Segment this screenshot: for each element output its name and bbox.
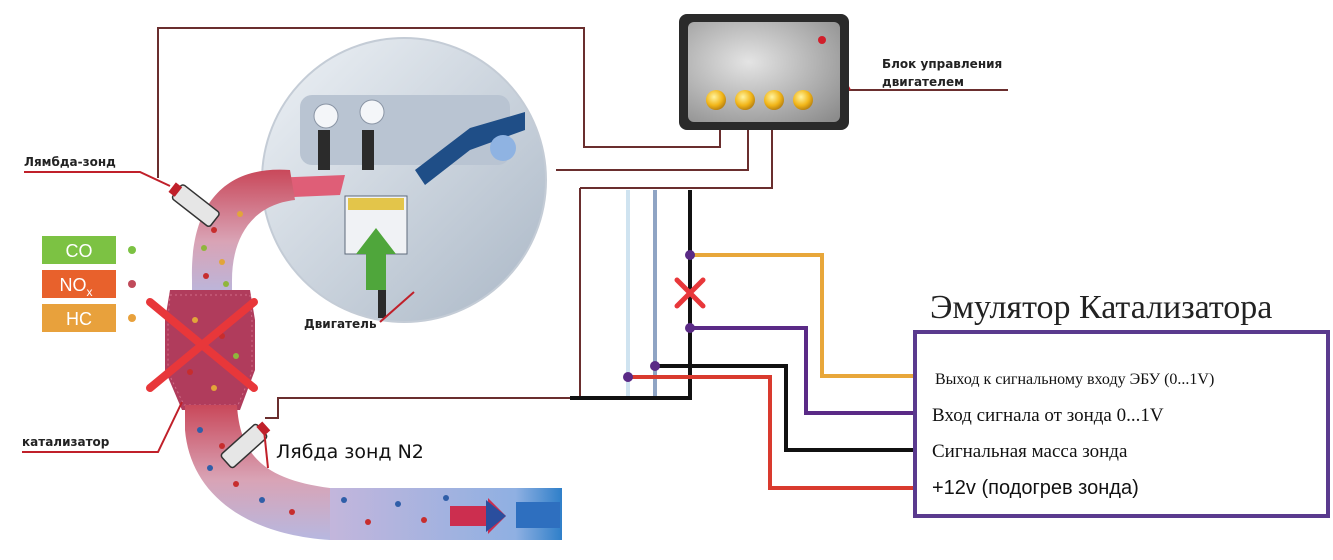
emulator-row-power: +12v (подогрев зонда) [932, 477, 1139, 499]
wire-junctions [623, 250, 695, 382]
wire-cut-mark [674, 277, 706, 309]
emulator-title: Эмулятор Катализатора [930, 289, 1272, 326]
ecu-label-line2: двигателем [882, 75, 964, 89]
lambda2-label: Лябда зонд N2 [276, 441, 424, 463]
lambda1-label: Лямбда-зонд [24, 155, 116, 169]
svg-text:CO: CO [66, 241, 93, 261]
catalyst-pointer-line [22, 401, 183, 453]
engine-cutaway [261, 37, 547, 323]
svg-text:NOx: NOx [60, 275, 93, 299]
emulator-wiring [570, 190, 918, 490]
ecu-unit [679, 14, 849, 130]
ecu-lamp-1 [706, 90, 726, 110]
catalyst-removed-mark [146, 298, 258, 392]
ecu-label-line1: Блок управления [882, 57, 1002, 71]
ecu-lamp-3 [764, 90, 784, 110]
gas-hc-badge: HC [42, 304, 136, 332]
catalyst-label: катализатор [22, 435, 110, 449]
svg-text:HC: HC [66, 309, 92, 329]
lambda-sensor-2 [220, 421, 271, 469]
sensor-wires [157, 27, 1008, 419]
gas-nox-badge: NOx [42, 270, 136, 299]
emulator-row-signal-in: Вход сигнала от зонда 0...1V [932, 405, 1164, 426]
engine-pointer-line [379, 291, 415, 323]
lambda-sensor-1 [168, 182, 220, 228]
ecu-lamp-2 [735, 90, 755, 110]
lambda2-pointer-line [263, 429, 269, 469]
emulator-box [913, 330, 1330, 518]
lambda1-pointer-line [24, 171, 171, 187]
engine-label: Двигатель [304, 317, 377, 331]
ecu-lamp-4 [793, 90, 813, 110]
emulator-row-signal-out: Выход к сигнальному входу ЭБУ (0...1V) [935, 371, 1214, 388]
emulator-row-ground: Сигнальная масса зонда [932, 441, 1128, 462]
gas-co-badge: CO [42, 236, 136, 264]
